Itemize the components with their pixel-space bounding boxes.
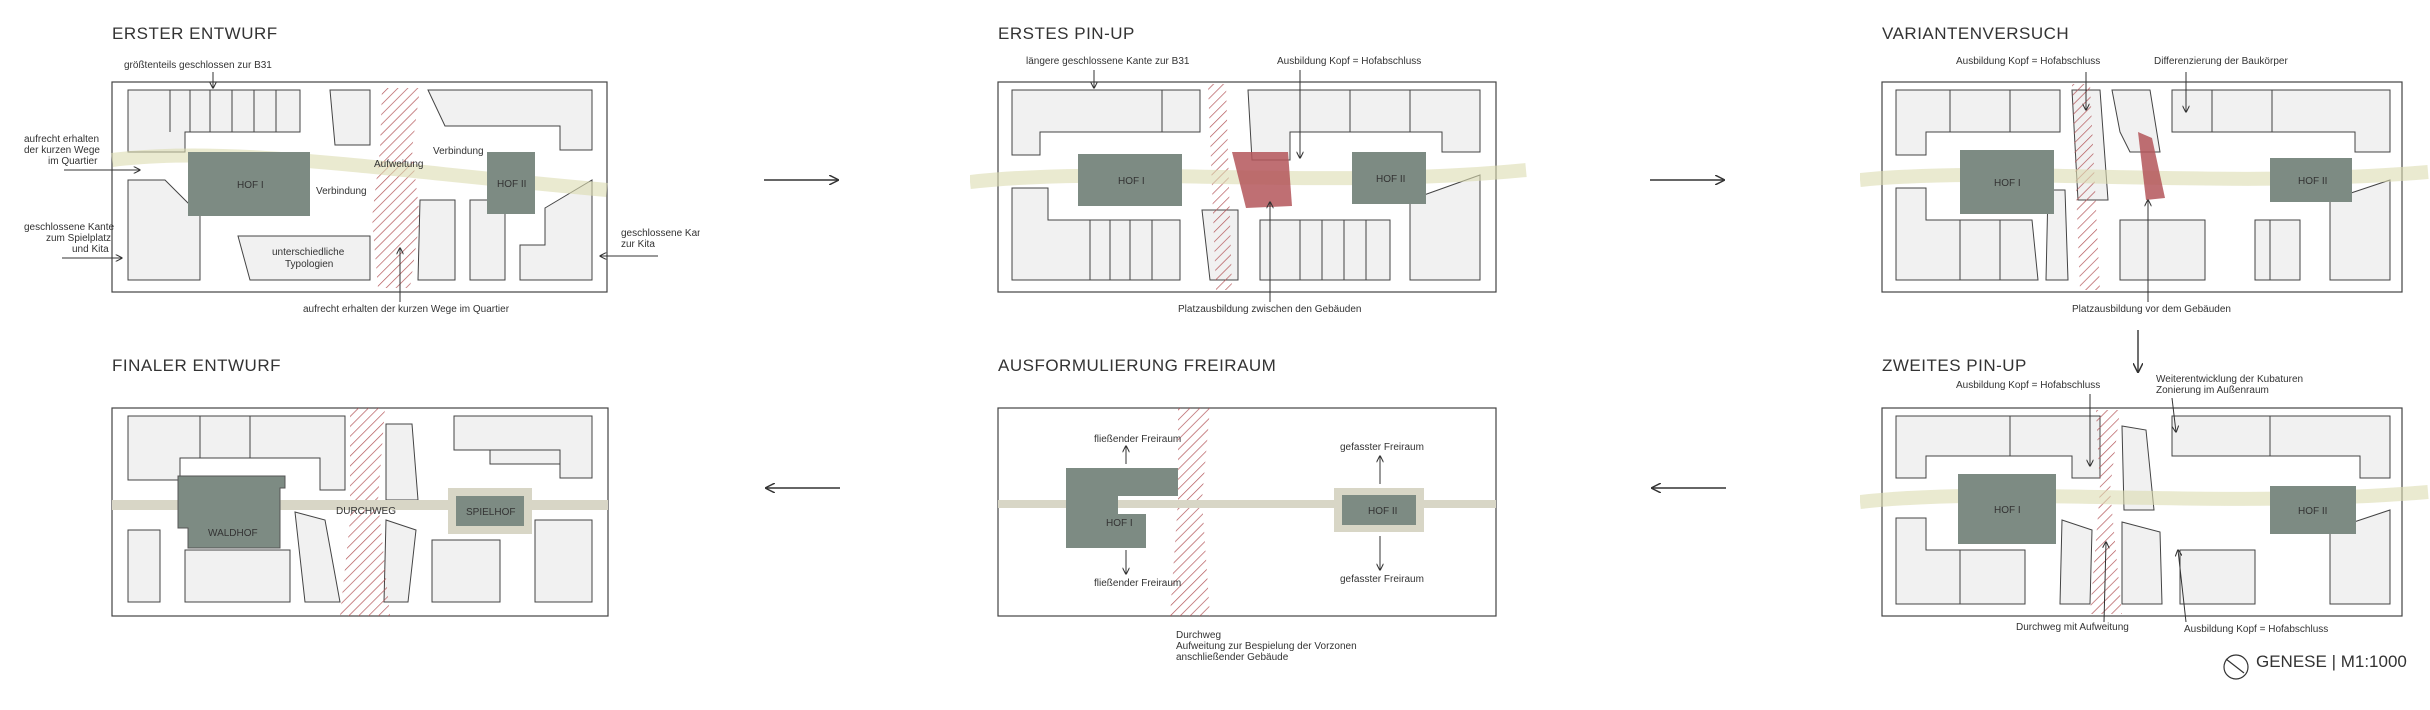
hof1-label: HOF I <box>1118 176 1145 187</box>
typologien-label-1: unterschiedliche <box>272 247 345 258</box>
annotation-durchweg-3: anschließender Gebäude <box>1176 652 1289 663</box>
annotation-kita-2: zur Kita <box>621 239 655 250</box>
annotation-wege-3: im Quartier <box>48 156 98 167</box>
annotation-kante-3: und Kita <box>72 244 109 255</box>
annotation-b31: größtenteils geschlossen zur B31 <box>124 60 272 71</box>
hof1-label: HOF I <box>1106 518 1133 529</box>
annotation-kante: längere geschlossene Kante zur B31 <box>1026 56 1190 67</box>
annotation-kita-1: geschlossene Kante <box>621 228 700 239</box>
annotation-kante-1: geschlossene Kante <box>24 222 115 233</box>
waldhof-label: WALDHOF <box>208 528 258 539</box>
annotation-differenzierung: Differenzierung der Baukörper <box>2154 56 2288 67</box>
hof2-label: HOF II <box>1376 174 1405 185</box>
annotation-platz: Platzausbildung zwischen den Gebäuden <box>1178 304 1361 315</box>
hof2-label: HOF II <box>1368 506 1397 517</box>
arrow-right-2 <box>1650 170 1728 190</box>
panel-title-zweites-pin-up: ZWEITES PIN-UP <box>1882 356 2027 375</box>
site-plan-variantenversuch: HOF I HOF II Ausbildung Kopf = Hofabschl… <box>1860 56 2429 315</box>
annotation-kopf: Ausbildung Kopf = Hofabschluss <box>1956 56 2100 67</box>
site-plan-finaler-entwurf: WALDHOF DURCHWEG SPIELHOF <box>111 407 609 617</box>
panel-title-erster-entwurf: ERSTER ENTWURF <box>112 24 278 43</box>
panel-title-ausformulierung-freiraum: AUSFORMULIERUNG FREIRAUM <box>998 356 1277 375</box>
annotation-wege-2: der kurzen Wege <box>24 145 100 156</box>
hof1-label: HOF I <box>1994 178 2021 189</box>
annotation-weiterentwicklung-1: Weiterentwicklung der Kubaturen <box>2156 374 2303 385</box>
site-plan-zweites-pin-up: HOF I HOF II Ausbildung Kopf = Hofabschl… <box>1860 374 2429 635</box>
spielhof-label: SPIELHOF <box>466 507 515 518</box>
arrow-right-1 <box>764 170 842 190</box>
arrow-left-2 <box>1648 478 1726 498</box>
verbindung-label-2: Verbindung <box>433 146 484 157</box>
scale-label: GENESE | M1:1000 <box>2256 652 2407 671</box>
panel-title-variantenversuch: VARIANTENVERSUCH <box>1882 24 2070 43</box>
hof2-label: HOF II <box>497 179 526 190</box>
site-plan-ausformulierung-freiraum: HOF I HOF II fließender Freiraum fließen… <box>997 407 1497 663</box>
aufweitung-label: Aufweitung <box>374 159 423 170</box>
durchweg-label: DURCHWEG <box>336 506 396 517</box>
annotation-weiterentwicklung-2: Zonierung im Außenraum <box>2156 385 2269 396</box>
annotation-durchweg: Durchweg mit Aufweitung <box>2016 622 2129 633</box>
annotation-kopf-1: Ausbildung Kopf = Hofabschluss <box>1956 380 2100 391</box>
verbindung-label-1: Verbindung <box>316 186 367 197</box>
annotation-kopf-2: Ausbildung Kopf = Hofabschluss <box>2184 624 2328 635</box>
arrow-down <box>2128 330 2148 376</box>
annotation-wege-1: aufrecht erhalten <box>24 134 99 145</box>
annotation-fliessend-1: fließender Freiraum <box>1094 434 1181 445</box>
annotation-platz: Platzausbildung vor dem Gebäuden <box>2072 304 2231 315</box>
north-arrow-icon <box>2223 654 2249 680</box>
hof1-label: HOF I <box>1994 505 2021 516</box>
panel-title-erstes-pin-up: ERSTES PIN-UP <box>998 24 1135 43</box>
annotation-kante-2: zum Spielplatz <box>46 233 111 244</box>
hof2-label: HOF II <box>2298 176 2327 187</box>
annotation-fliessend-2: fließender Freiraum <box>1094 578 1181 589</box>
site-plan-erster-entwurf: HOF I HOF II Verbindung Verbindung Aufwe… <box>24 60 700 315</box>
annotation-kopf: Ausbildung Kopf = Hofabschluss <box>1277 56 1421 67</box>
annotation-durchweg-2: Aufweitung zur Bespielung der Vorzonen <box>1176 641 1357 652</box>
hof2-label: HOF II <box>2298 506 2327 517</box>
hof1-label: HOF I <box>237 180 264 191</box>
annotation-gefasst-1: gefasster Freiraum <box>1340 442 1424 453</box>
site-plan-erstes-pin-up: HOF I HOF II längere geschlossene Kante … <box>970 56 1527 315</box>
annotation-bottom: aufrecht erhalten der kurzen Wege im Qua… <box>303 304 510 315</box>
arrow-left-1 <box>762 478 840 498</box>
annotation-durchweg-1: Durchweg <box>1176 630 1221 641</box>
panel-title-finaler-entwurf: FINALER ENTWURF <box>112 356 281 375</box>
annotation-gefasst-2: gefasster Freiraum <box>1340 574 1424 585</box>
typologien-label-2: Typologien <box>285 259 333 270</box>
